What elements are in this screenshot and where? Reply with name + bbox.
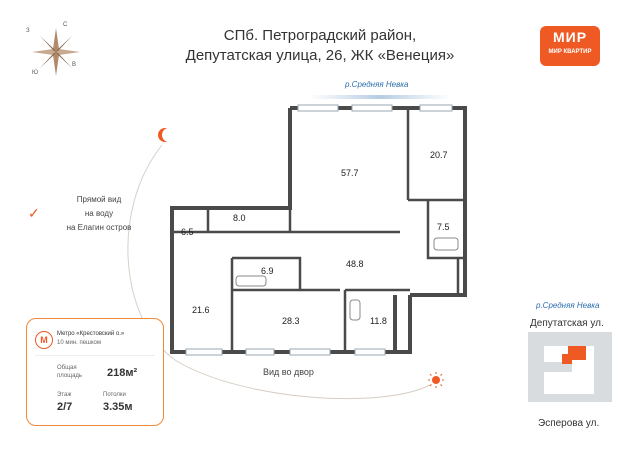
site-river-label: р.Средняя Невка <box>536 301 600 310</box>
room-area-7-5: 7.5 <box>437 222 450 232</box>
water-view-label: Прямой вид на воду на Елагин остров <box>44 193 154 235</box>
room-area-6-9: 6.9 <box>261 266 274 276</box>
room-area-48-8: 48.8 <box>346 259 364 269</box>
water-view-line-2: на воду <box>84 209 114 218</box>
title-line-1: СПб. Петроградский район, <box>223 27 417 44</box>
river-label: р.Средняя Невка <box>345 80 409 89</box>
room-area-6-5: 6.5 <box>181 227 194 237</box>
metro-icon: М <box>35 331 53 349</box>
room-area-57-7: 57.7 <box>341 168 359 178</box>
page-title: СПб. Петроградский район, Депутатская ул… <box>150 26 490 66</box>
sun-icon <box>428 372 444 388</box>
street-bottom-label: Эсперова ул. <box>538 418 600 429</box>
site-plan-map <box>528 332 612 402</box>
metro-time: 10 мин. пешком <box>57 340 102 346</box>
compass-rose-icon: С Ю З В <box>26 22 84 80</box>
checkmark-icon: ✓ <box>28 205 40 221</box>
area-label-1: Общая <box>57 365 77 371</box>
brand-logo[interactable]: МИР МИР КВАРТИР <box>540 26 600 66</box>
room-area-8-0: 8.0 <box>233 213 246 223</box>
floor-value: 2/7 <box>57 401 73 413</box>
compass-west: З <box>26 28 30 34</box>
water-view-line-3: на Елагин остров <box>66 223 132 232</box>
floor-label: Этаж <box>57 392 72 398</box>
river-wave <box>310 95 450 99</box>
room-area-11-8: 11.8 <box>370 316 387 326</box>
logo-mark: МИР <box>552 29 588 45</box>
room-area-21-6: 21.6 <box>192 305 210 315</box>
card-divider <box>35 355 155 356</box>
yard-view-label: Вид во двор <box>263 367 314 377</box>
compass-east: В <box>72 62 77 68</box>
room-area-28-3: 28.3 <box>282 316 300 326</box>
title-line-2: Депутатская улица, 26, ЖК «Венеция» <box>185 47 455 64</box>
area-label: Общая площадь <box>57 364 82 380</box>
compass-north: С <box>63 22 68 28</box>
water-view-line-1: Прямой вид <box>76 195 122 204</box>
compass-south: Ю <box>32 70 39 76</box>
street-top-label: Депутатская ул. <box>530 318 604 329</box>
metro-name: Метро «Крестовский о.» <box>57 331 125 337</box>
info-card: М Метро «Крестовский о.» 10 мин. пешком … <box>26 318 164 426</box>
logo-brand-text: МИР КВАРТИР <box>548 49 592 55</box>
area-label-2: площадь <box>57 373 83 379</box>
ceiling-label: Потолки <box>103 392 126 398</box>
room-area-20-7: 20.7 <box>430 150 448 160</box>
ceiling-value: 3.35м <box>103 401 133 413</box>
area-value: 218м² <box>107 367 138 379</box>
